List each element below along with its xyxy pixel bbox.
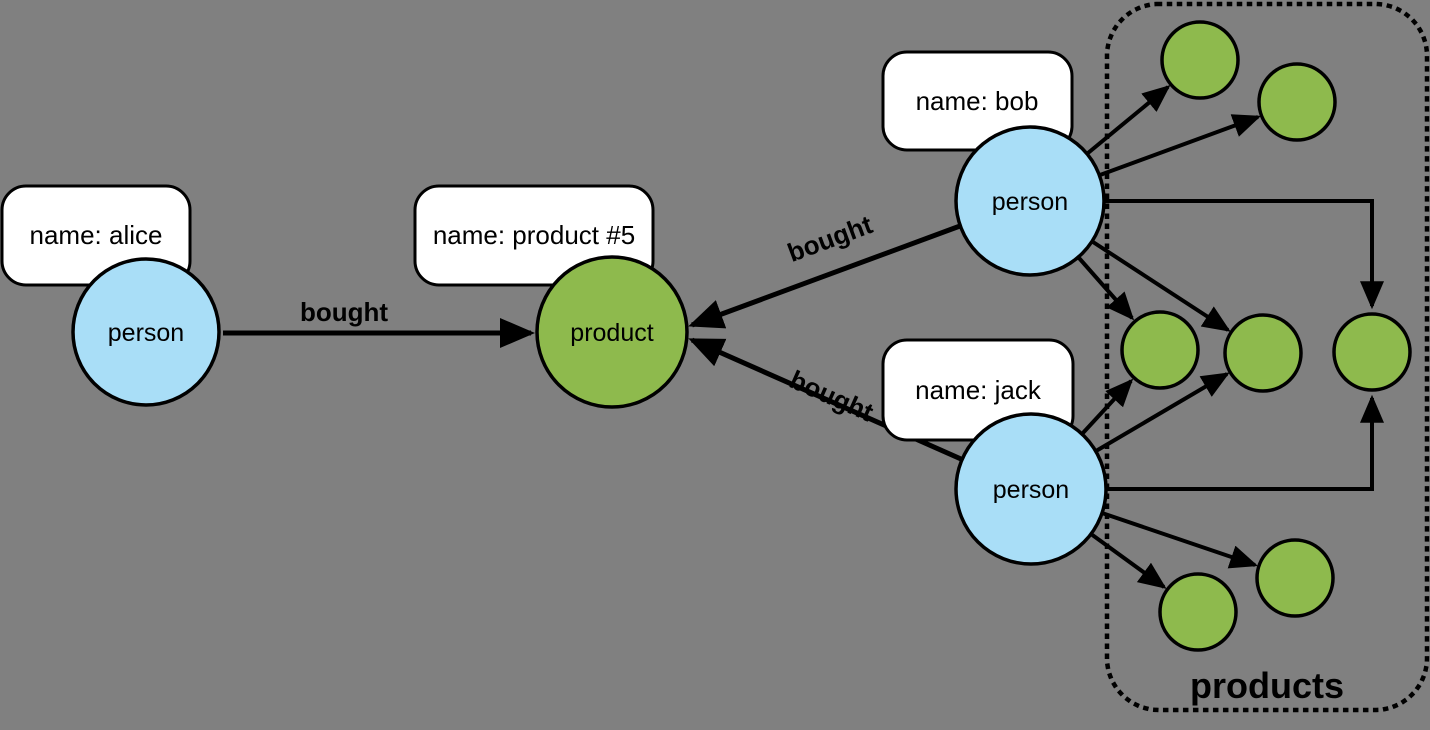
- edge-label-alice-bought: bought: [300, 297, 388, 327]
- product-node-d: [1223, 313, 1303, 393]
- node-product5-label: product: [570, 319, 653, 347]
- jack-property-label: name: jack: [915, 375, 1042, 405]
- alice-property-label: name: alice: [30, 220, 163, 250]
- product-node-f: [1158, 572, 1238, 652]
- edge-jack-product-g: [1101, 511, 1259, 569]
- edge-bob-product-a: [1086, 84, 1171, 155]
- edge-bob-bought: [688, 223, 961, 329]
- products-group-border: [1104, 1, 1430, 713]
- edge-jack-product-c: [1080, 378, 1134, 436]
- product-node-g: [1255, 538, 1335, 618]
- product-node-e: [1332, 312, 1412, 392]
- product5-property-label: name: product #5: [433, 220, 635, 250]
- node-bob-label: person: [992, 188, 1068, 216]
- edge-jack-product-f: [1089, 532, 1167, 589]
- node-jack-label: person: [993, 476, 1069, 504]
- edge-bob-product-d: [1091, 240, 1231, 332]
- product-node-c: [1120, 310, 1200, 390]
- node-alice: [71, 257, 221, 407]
- node-jack: [954, 412, 1108, 566]
- product-node-b: [1257, 62, 1337, 142]
- edge-bob-product-c: [1077, 256, 1135, 321]
- node-alice-label: person: [108, 319, 184, 347]
- product-node-a: [1160, 20, 1240, 100]
- edge-jack-product-d: [1094, 372, 1230, 453]
- bob-property-label: name: bob: [916, 86, 1039, 116]
- edge-jack-product-e: [1106, 394, 1384, 491]
- edge-bob-product-e: [1104, 199, 1384, 310]
- products-group-label: products: [1190, 665, 1344, 706]
- node-product5: [535, 255, 689, 409]
- edge-bob-product-b: [1099, 114, 1262, 177]
- node-bob: [954, 125, 1106, 277]
